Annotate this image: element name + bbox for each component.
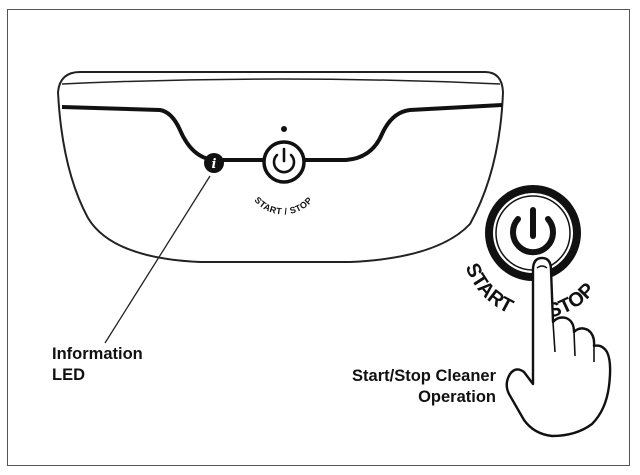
small-power-icon — [272, 147, 296, 174]
start-stop-label-line2: Operation — [418, 388, 496, 406]
panel-top-edge — [61, 78, 501, 85]
information-led-glyph: i — [212, 157, 217, 172]
large-start-stop-button: START STOP — [461, 185, 599, 323]
status-dot — [281, 126, 287, 132]
information-led-label: Information LED — [52, 344, 143, 386]
information-led-label-line2: LED — [52, 366, 85, 384]
start-stop-label: Start/Stop Cleaner Operation — [290, 366, 496, 408]
start-stop-label-line1: Start/Stop Cleaner — [352, 367, 496, 385]
information-led-leader — [104, 175, 211, 344]
large-power-icon — [510, 207, 556, 256]
information-led-label-line1: Information — [52, 345, 143, 363]
information-led: i — [204, 153, 224, 173]
pointing-hand-icon — [505, 256, 612, 438]
